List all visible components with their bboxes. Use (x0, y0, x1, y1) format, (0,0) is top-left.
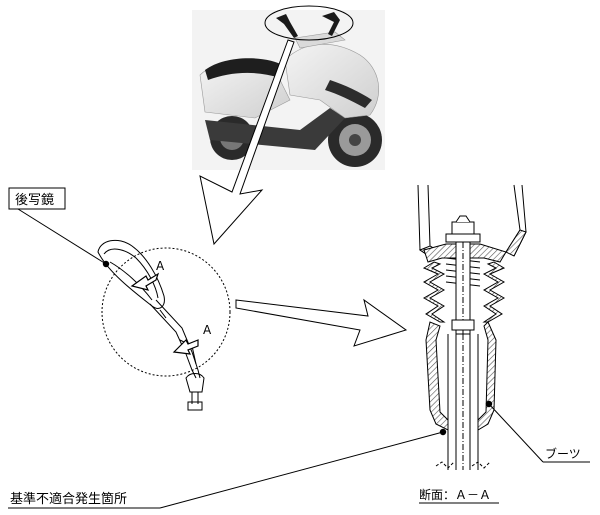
section-caption: 断面：Ａ－Ａ (419, 487, 499, 504)
scooter-photo (192, 10, 385, 170)
mirror-label: 後写鏡 (8, 187, 110, 268)
section-marker-bottom: A (172, 323, 212, 355)
cross-section-drawing (417, 184, 527, 470)
section-caption-text: 断面：Ａ－Ａ (419, 487, 491, 502)
section-marker-top: A (130, 259, 165, 291)
boot-label: ブーツ (545, 446, 581, 461)
arrow-photo-to-mirror (199, 39, 295, 246)
arrow-mirror-to-section (235, 298, 408, 347)
marker-a-top: A (156, 259, 165, 273)
mirror-drawing (97, 239, 231, 411)
mirror-highlight-ellipse (264, 5, 354, 41)
boot-leader: ブーツ (485, 400, 590, 463)
nonconformity-label: 基準不適合発生箇所 (8, 428, 447, 509)
nonconformity-label-text: 基準不適合発生箇所 (10, 491, 127, 507)
marker-a-bottom: A (203, 323, 212, 337)
detail-circle (101, 247, 231, 377)
mirror-label-text: 後写鏡 (15, 193, 54, 208)
